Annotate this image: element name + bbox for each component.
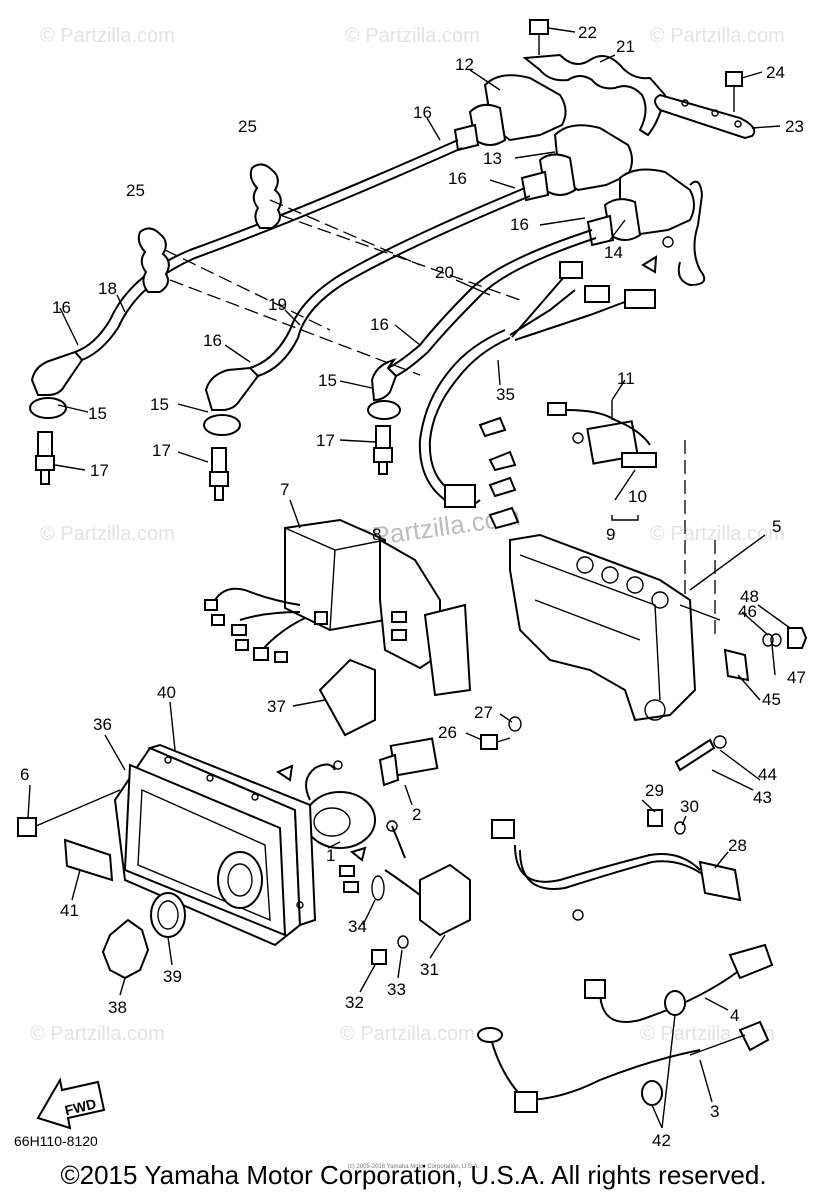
callout-16c: 16 [510,215,529,234]
callout-33: 33 [387,980,406,999]
bolt-26-27 [480,716,522,750]
small-print: (c) 2005-2016 Yamaha Motor Corporation, … [347,1164,480,1170]
watermark: © Partzilla.com [345,25,480,47]
cover-assembly [17,743,317,980]
ignition-coils [29,19,756,530]
sensor-3 [477,1020,770,1113]
sensor-4 [572,909,774,1023]
callout-21: 21 [616,37,635,56]
safety-switch [378,737,439,787]
plug-cap-right [367,358,401,475]
drawing-code: 66H110-8120 [14,1133,98,1149]
callout-8: 8 [372,525,381,544]
callout-32: 32 [345,993,364,1012]
leader-lines [27,27,791,1129]
callout-16d: 16 [52,298,71,317]
callout-24: 24 [766,63,785,82]
callout-2: 2 [412,805,421,824]
callout-45: 45 [762,690,781,709]
callout-17a: 17 [90,461,109,480]
callout-35: 35 [496,385,515,404]
callout-6: 6 [20,765,29,784]
watermark: © Partzilla.com [40,25,175,47]
callout-31: 31 [420,960,439,979]
callout-11: 11 [617,369,635,388]
callout-39: 39 [163,967,182,986]
callout-1: 1 [326,846,335,865]
callout-43: 43 [753,788,772,807]
callout-36: 36 [93,715,112,734]
callout-26: 26 [438,723,457,742]
plug-cap-left [29,350,84,485]
relay-31 [339,820,471,965]
callout-14: 14 [604,243,623,262]
callout-7: 7 [280,480,289,499]
callout-25b: 25 [126,181,145,200]
callout-16a: 16 [413,103,432,122]
callout-4: 4 [730,1006,739,1025]
watermark: © Partzilla.com [650,523,785,545]
callout-22: 22 [578,23,597,42]
callout-17c: 17 [316,431,335,450]
callout-17b: 17 [152,441,171,460]
callout-5: 5 [772,517,781,536]
key-switch [275,760,376,849]
callout-13: 13 [483,149,502,168]
callout-47: 47 [787,668,806,687]
callout-40: 40 [157,683,176,702]
electrical-bracket [509,440,716,722]
callout-18: 18 [98,279,117,298]
callout-labels: 1 2 3 4 5 6 7 8 9 10 11 12 13 14 15 15 1… [20,23,806,1150]
callout-23: 23 [785,117,804,136]
callout-10: 10 [628,487,647,506]
callout-46: 46 [738,602,757,621]
watermark: © Partzilla.com [340,1023,475,1045]
callout-29: 29 [645,781,664,800]
callout-38: 38 [108,998,127,1017]
callout-48: 48 [740,587,759,606]
callout-27: 27 [474,703,493,722]
cdi-unit [204,518,386,663]
copyright-footer: ©2015 Yamaha Motor Corporation, U.S.A. A… [60,1160,767,1190]
watermark: © Partzilla.com [30,1023,165,1045]
callout-19: 19 [268,295,287,314]
callout-20: 20 [435,263,454,282]
callout-12: 12 [455,55,474,74]
callout-30: 30 [680,797,699,816]
callout-28: 28 [728,836,747,855]
callout-44: 44 [758,765,777,784]
callout-15b: 15 [150,395,169,414]
callout-37: 37 [267,697,286,716]
callout-15c: 15 [318,371,337,390]
callout-16b: 16 [448,169,467,188]
right-hardware [674,604,808,772]
fwd-label: FWD [63,1095,98,1118]
relay-assembly [547,400,657,468]
callout-41: 41 [60,901,79,920]
callout-16f: 16 [370,315,389,334]
sensor-28 [491,809,742,902]
callout-34: 34 [348,917,367,936]
callout-9: 9 [606,525,615,544]
watermark: © Partzilla.com [650,25,785,47]
plug-cap-middle [203,366,260,501]
watermark: © Partzilla.com [40,523,175,545]
callout-3: 3 [710,1102,719,1121]
cdi-bracket [318,538,472,737]
callout-16e: 16 [203,331,222,350]
fwd-arrow-icon: FWD [36,1077,106,1130]
callout-42: 42 [652,1131,671,1150]
callout-25a: 25 [238,117,257,136]
callout-15a: 15 [88,404,107,423]
